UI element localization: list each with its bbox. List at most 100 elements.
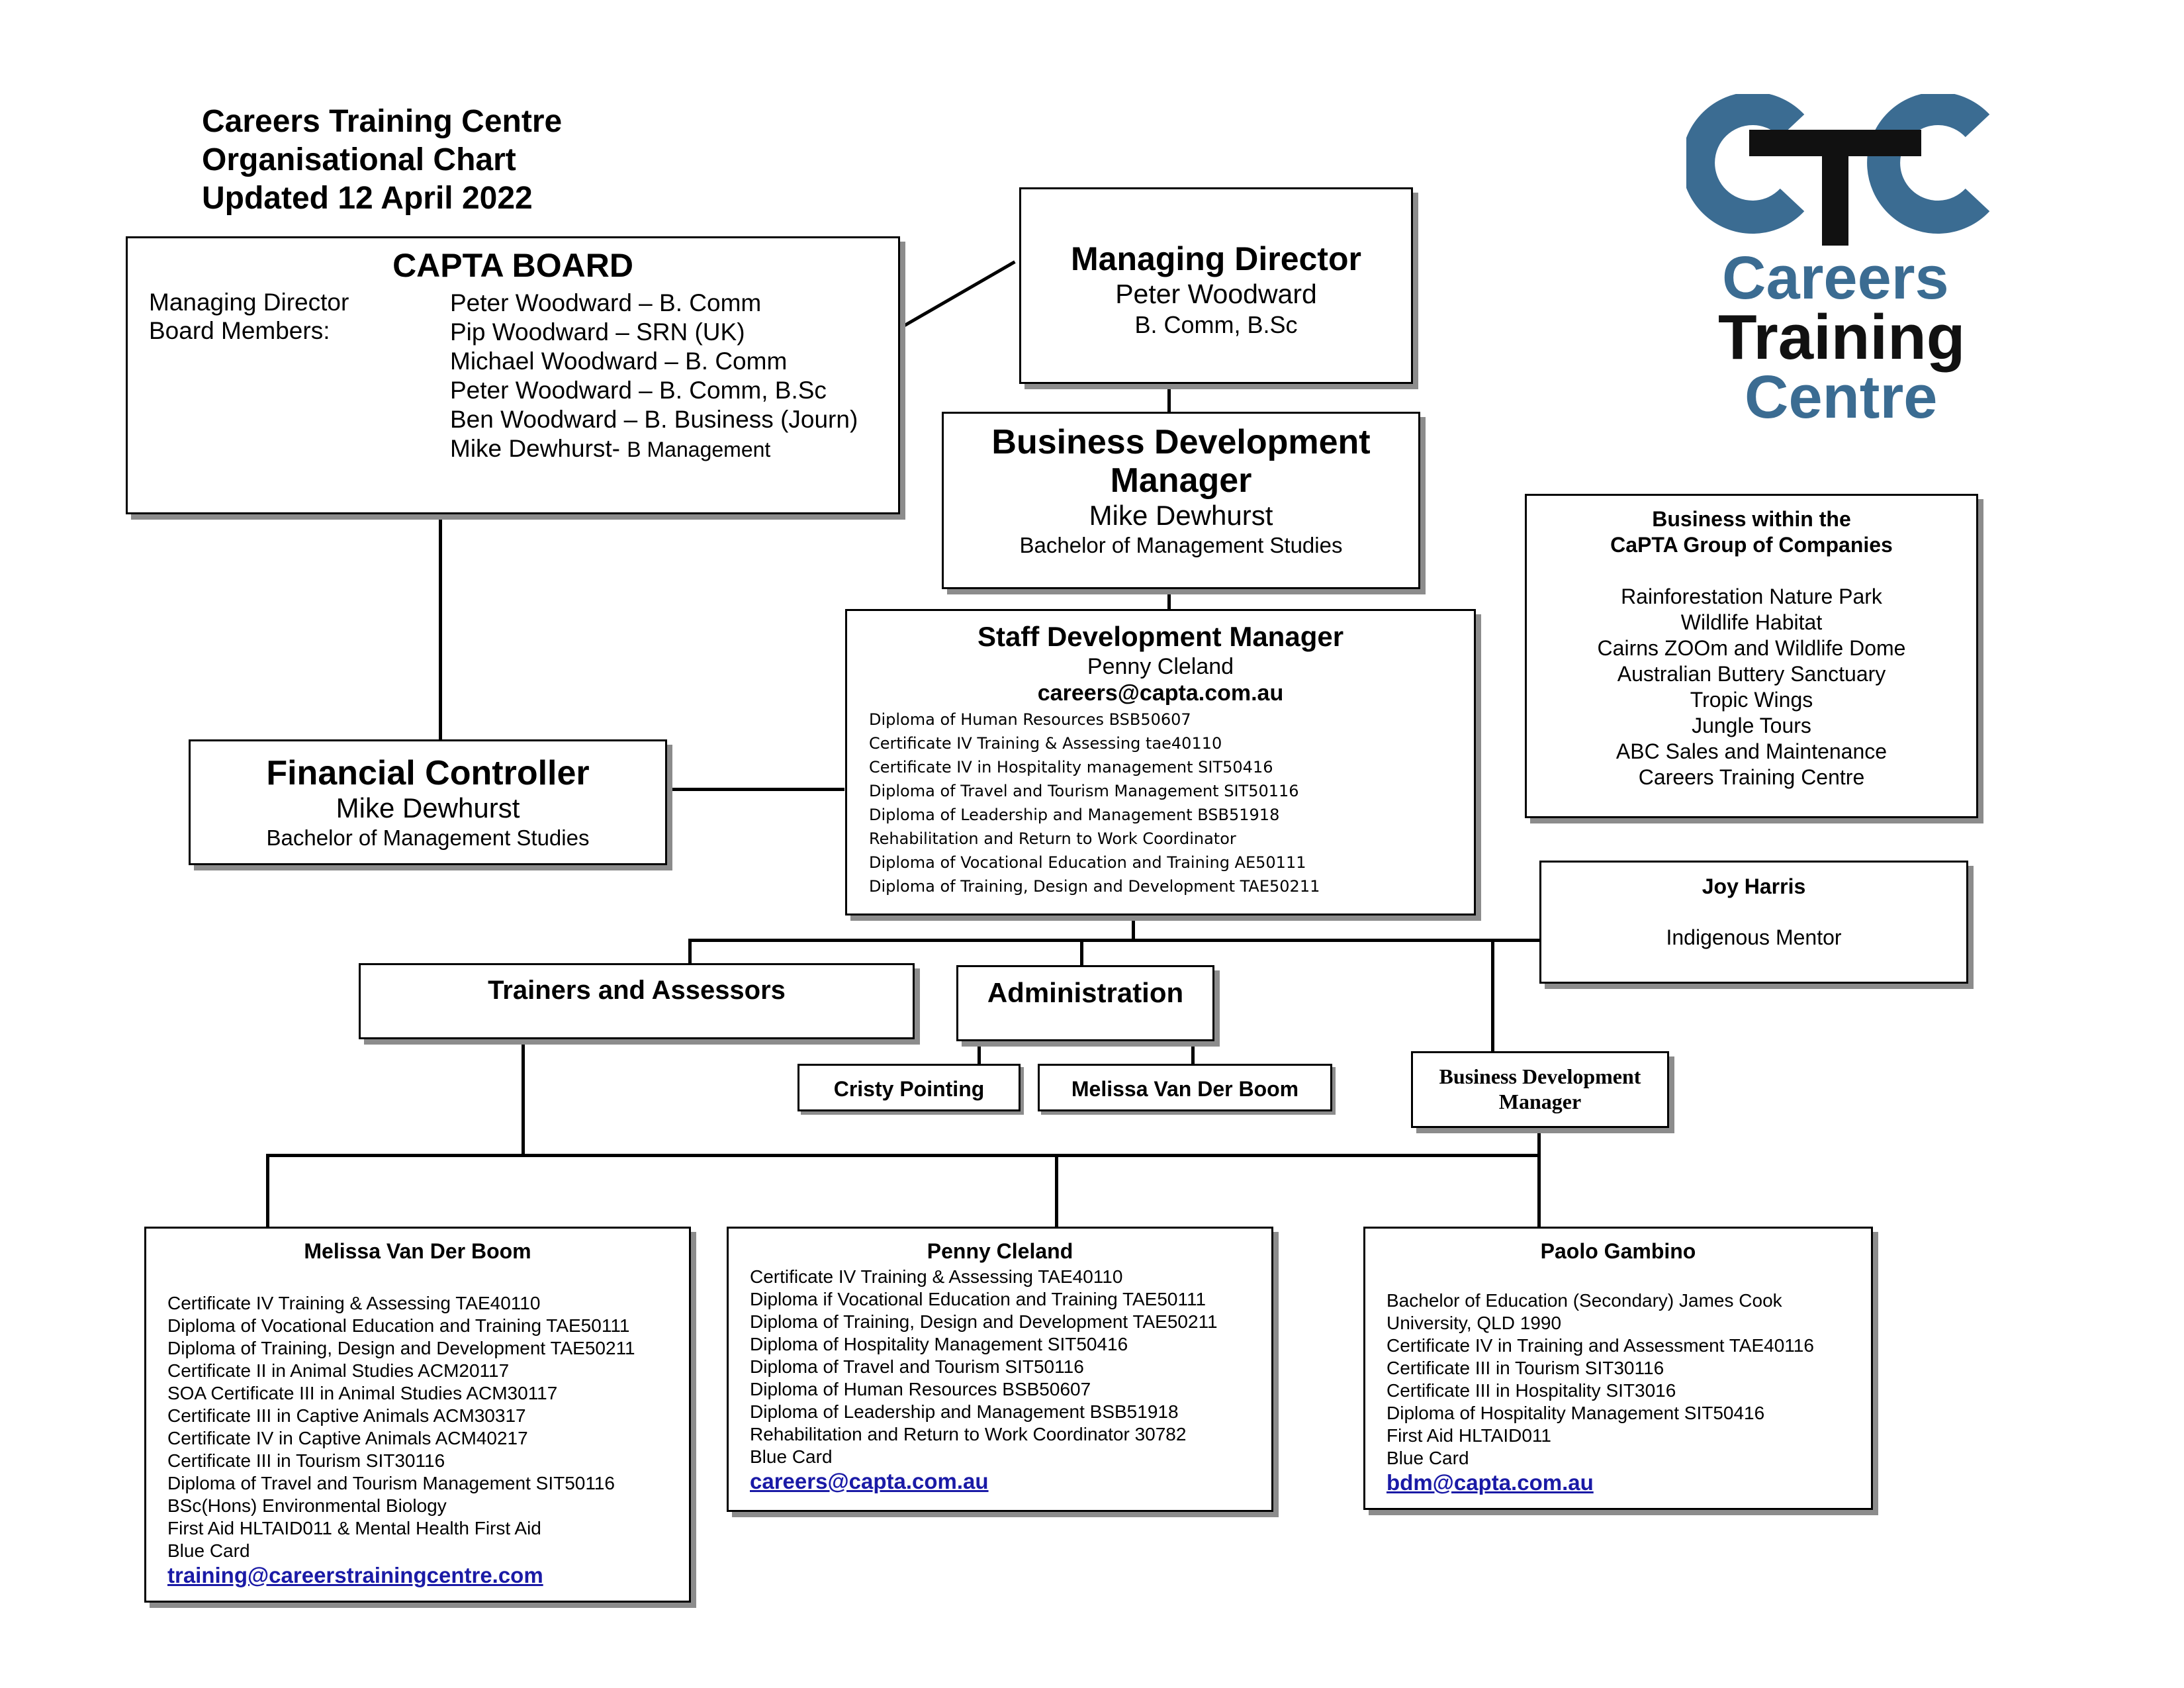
sdm-qualification-list: Diploma of Human Resources BSB50607 Cert…: [869, 708, 1320, 898]
sdm-email: careers@capta.com.au: [1037, 680, 1284, 706]
fc-title: Financial Controller: [266, 754, 590, 792]
qualification-item: Certificate III in Captive Animals ACM30…: [167, 1405, 526, 1426]
indigenous-mentor-box: Joy Harris Indigenous Mentor: [1539, 861, 1968, 984]
staff-card-penny: Penny Cleland Certificate IV Training & …: [727, 1227, 1273, 1512]
qualification-item: First Aid HLTAID011: [1387, 1425, 1551, 1446]
connector-trainers: [688, 939, 692, 965]
bdm-top-title-line2: Manager: [1110, 461, 1252, 500]
connector-melissa-card: [266, 1154, 269, 1227]
bdm-small-box: Business Development Manager: [1411, 1051, 1669, 1128]
group-title-line2: CaPTA Group of Companies: [1610, 533, 1893, 557]
qualification-item: Certificate III in Tourism SIT30116: [1387, 1358, 1664, 1378]
sdm-name: Penny Cleland: [1087, 654, 1234, 679]
qualification-item: Diploma of Travel and Tourism SIT50116: [750, 1356, 1084, 1377]
fc-name: Mike Dewhurst: [336, 792, 520, 823]
connector-bdm-sdm: [1167, 588, 1171, 612]
connector-admin-cristy: [978, 1041, 981, 1064]
md-title: Managing Director: [1071, 240, 1361, 277]
group-company-item: ABC Sales and Maintenance: [1615, 739, 1888, 763]
qualification-item: Diploma of Hospitality Management SIT504…: [1387, 1403, 1765, 1423]
qualification-item: Diploma of Vocational Education and Trai…: [167, 1315, 630, 1336]
email-link[interactable]: careers@capta.com.au: [750, 1469, 989, 1493]
financial-controller-box: Financial Controller Mike Dewhurst Bache…: [189, 739, 667, 865]
qualification-item: Diploma of Training, Design and Developm…: [167, 1338, 635, 1358]
qualification-item: First Aid HLTAID011 & Mental Health Firs…: [167, 1518, 541, 1538]
chart-header: Careers Training Centre Organisational C…: [202, 103, 562, 218]
email-link[interactable]: training@careerstrainingcentre.com: [167, 1563, 543, 1587]
connector-board-md: [895, 260, 1016, 332]
admin-title: Administration: [987, 977, 1184, 1008]
connector-paolo-card: [1537, 1128, 1541, 1227]
qualification-item: Diploma of Human Resources BSB50607: [869, 710, 1191, 729]
trainers-assessors-box: Trainers and Assessors: [359, 963, 915, 1039]
staff-card-name: Paolo Gambino: [1540, 1239, 1696, 1263]
connector-bdm-small: [1491, 939, 1494, 1052]
qualification-item: BSc(Hons) Environmental Biology: [167, 1495, 447, 1516]
connector-penny-card: [1055, 1154, 1058, 1227]
email-link[interactable]: bdm@capta.com.au: [1387, 1470, 1594, 1495]
group-company-item: Rainforestation Nature Park: [1621, 585, 1882, 608]
board-member: Ben Woodward – B. Business (Journ): [450, 406, 858, 433]
board-member-list: Peter Woodward – B. Comm Pip Woodward – …: [450, 289, 858, 464]
admin-staff-name: Cristy Pointing: [833, 1077, 985, 1101]
group-title-line1: Business within the: [1652, 507, 1851, 531]
qualification-item: Bachelor of Education (Secondary) James …: [1387, 1290, 1782, 1311]
group-companies-box: Business within the CaPTA Group of Compa…: [1525, 494, 1978, 818]
admin-staff-cristy-box: Cristy Pointing: [797, 1064, 1021, 1111]
connector-sdm-down: [1132, 915, 1135, 940]
qualification-item: Diploma of Human Resources BSB50607: [750, 1379, 1091, 1399]
connector-md-bdm: [1167, 383, 1171, 413]
bdm-small-title-line2: Manager: [1498, 1090, 1582, 1113]
qualification-item: Certificate IV Training & Assessing TAE4…: [750, 1266, 1123, 1287]
header-chart-title: Organisational Chart: [202, 142, 516, 177]
board-member-name: Mike Dewhurst-: [450, 435, 620, 462]
connector-trainers-down: [522, 1039, 525, 1155]
staff-card-qualification-list: Bachelor of Education (Secondary) James …: [1387, 1289, 1814, 1496]
qualification-item: Diploma of Vocational Education and Trai…: [869, 853, 1306, 872]
qualification-item: Blue Card: [750, 1446, 833, 1467]
connector-admin: [1080, 939, 1083, 965]
md-qual: B. Comm, B.Sc: [1134, 311, 1298, 338]
sdm-title: Staff Development Manager: [977, 621, 1344, 652]
qualification-item: Certificate IV in Hospitality management…: [869, 758, 1273, 776]
qualification-item: Blue Card: [1387, 1448, 1469, 1468]
qualification-item: Rehabilitation and Return to Work Coordi…: [869, 829, 1236, 848]
board-member: Pip Woodward – SRN (UK): [450, 318, 745, 346]
board-md-label: Managing Director: [149, 289, 349, 316]
qualification-item: Rehabilitation and Return to Work Coordi…: [750, 1424, 1187, 1444]
qualification-item: Diploma of Travel and Tourism Management…: [869, 782, 1299, 800]
qualification-item: Certificate IV in Training and Assessmen…: [1387, 1335, 1814, 1356]
group-company-item: Jungle Tours: [1692, 714, 1811, 737]
staff-card-name: Melissa Van Der Boom: [304, 1239, 531, 1263]
connector-staff-bus: [266, 1154, 1541, 1157]
board-member-qual: B Management: [627, 438, 771, 461]
board-member: Peter Woodward – B. Comm, B.Sc: [450, 377, 827, 404]
trainers-title: Trainers and Assessors: [488, 976, 786, 1005]
header-org-name: Careers Training Centre: [202, 104, 563, 139]
bdm-top-qual: Bachelor of Management Studies: [1019, 533, 1343, 557]
bdm-top-name: Mike Dewhurst: [1089, 500, 1273, 531]
qualification-item: Diploma of Training, Design and Developm…: [750, 1311, 1218, 1332]
staff-card-melissa: Melissa Van Der Boom Certificate IV Trai…: [144, 1227, 691, 1603]
qualification-item: Diploma of Leadership and Management BSB…: [750, 1401, 1179, 1422]
ctc-logo: Careers Training Centre: [1682, 92, 1991, 432]
board-member: Michael Woodward – B. Comm: [450, 348, 788, 375]
group-company-item: Tropic Wings: [1690, 688, 1813, 712]
qualification-item: Certificate III in Tourism SIT30116: [167, 1450, 445, 1471]
board-member: Mike Dewhurst- B Management: [450, 434, 858, 464]
staff-card-qualification-list: Certificate IV Training & Assessing TAE4…: [167, 1292, 635, 1589]
qualification-item: University, QLD 1990: [1387, 1313, 1562, 1333]
qualification-item: Blue Card: [167, 1540, 250, 1561]
connector-team-bus: [688, 939, 1542, 942]
group-company-list: Rainforestation Nature Park Wildlife Hab…: [1527, 584, 1976, 790]
qualification-item: Certificate IV Training & Assessing tae4…: [869, 734, 1222, 753]
bdm-small-title-line1: Business Development: [1439, 1064, 1641, 1088]
fc-qual: Bachelor of Management Studies: [266, 825, 590, 850]
qualification-item: Diploma of Training, Design and Developm…: [869, 877, 1320, 896]
staff-card-qualification-list: Certificate IV Training & Assessing TAE4…: [750, 1266, 1218, 1495]
qualification-item: Diploma if Vocational Education and Trai…: [750, 1289, 1206, 1309]
header-updated-date: Updated 12 April 2022: [202, 181, 533, 216]
admin-staff-name: Melissa Van Der Boom: [1071, 1077, 1299, 1101]
bdm-top-box: Business Development Manager Mike Dewhur…: [942, 412, 1420, 589]
qualification-item: SOA Certificate III in Animal Studies AC…: [167, 1383, 558, 1403]
